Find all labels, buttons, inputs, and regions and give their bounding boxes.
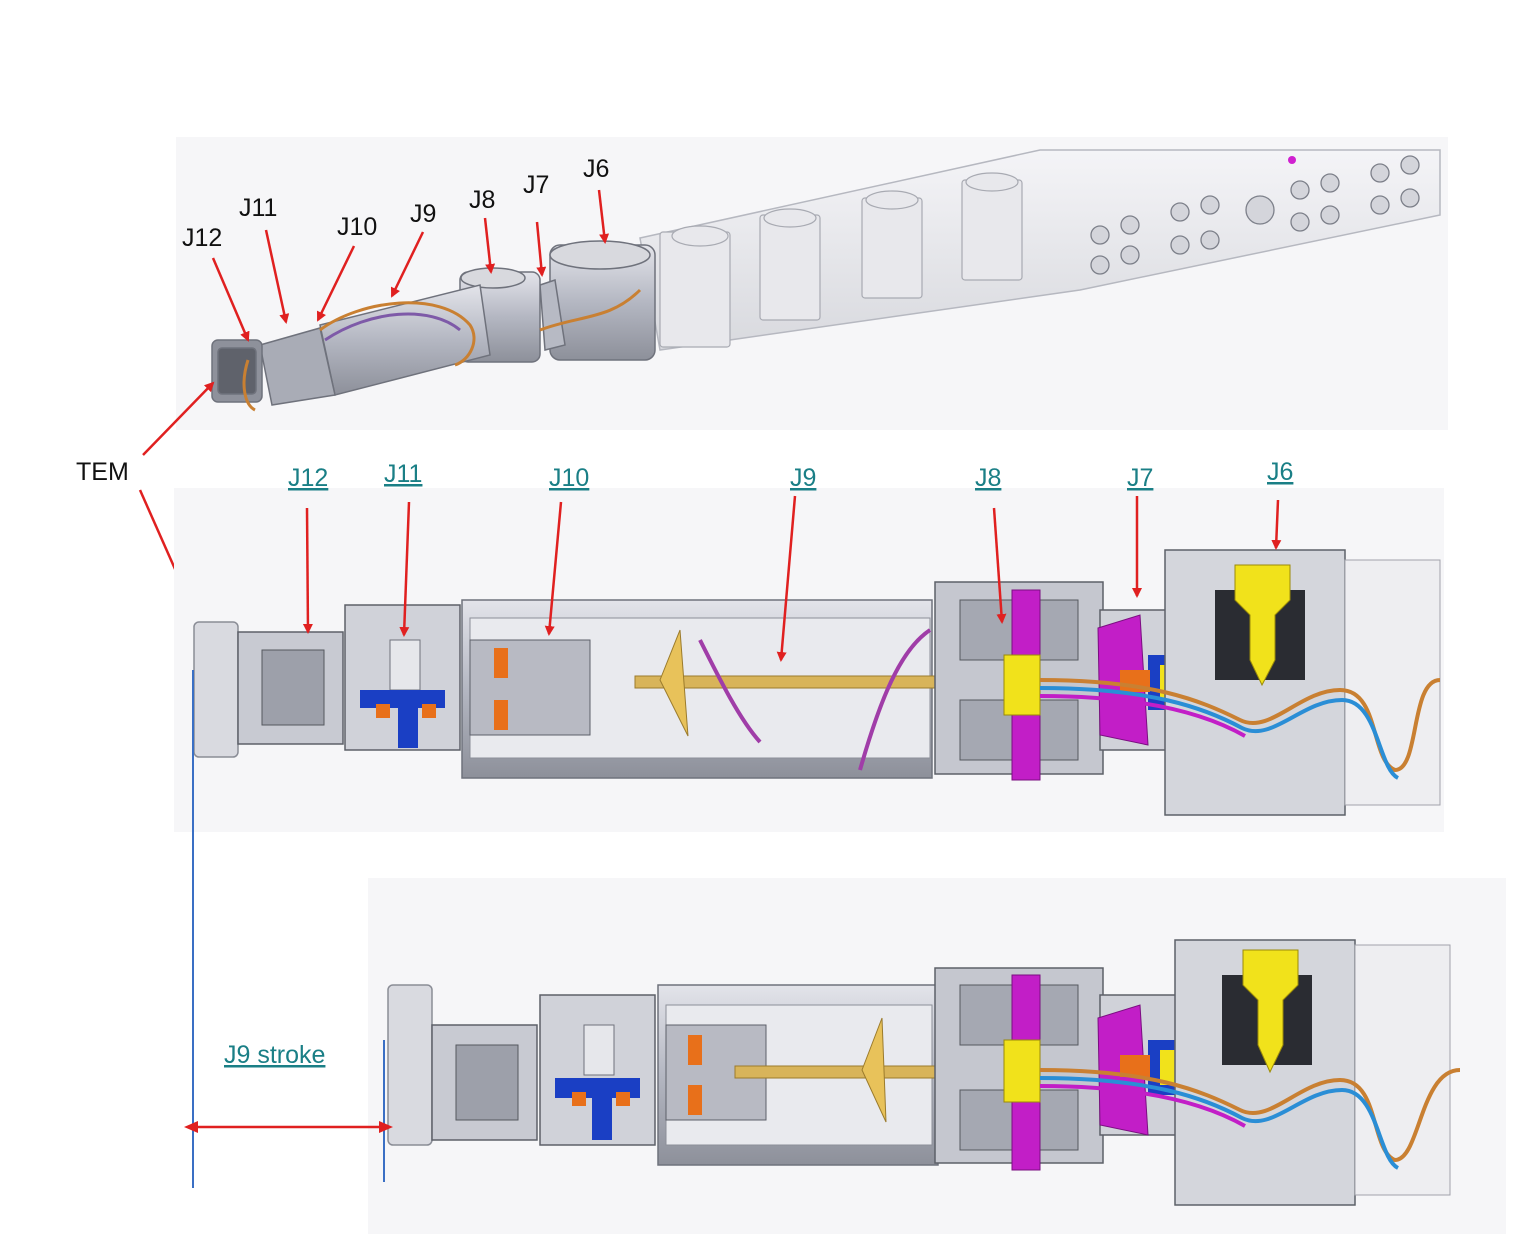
arrow-mid-j12 [302, 507, 313, 634]
label-mid-j7: J7 [1127, 464, 1153, 492]
section-view-retracted [174, 488, 1444, 832]
arrow-tem-top [142, 381, 215, 456]
arrow-top-j11 [264, 229, 290, 324]
isometric-view: J12 J11 J10 J9 J8 J7 J6 [142, 137, 1448, 456]
label-mid-j11: J11 [384, 460, 422, 488]
label-top-j10: J10 [337, 213, 377, 241]
arrow-top-j7 [535, 221, 547, 277]
label-mid-j6: J6 [1267, 458, 1293, 486]
j10-inner [469, 639, 591, 736]
top-arrows [142, 189, 610, 456]
boom-structure [639, 149, 1441, 351]
label-top-j8: J8 [469, 186, 495, 214]
label-mid-j12: J12 [288, 464, 328, 492]
arrow-mid-j10 [544, 501, 563, 636]
label-top-j12: J12 [182, 224, 222, 252]
cable-harness [1039, 678, 1441, 780]
arrow-mid-j11 [399, 501, 411, 637]
arrow-top-j9 [390, 231, 425, 298]
label-top-j11: J11 [239, 194, 277, 222]
arrow-top-j12 [211, 257, 250, 342]
middle-arrows [302, 495, 1282, 662]
arrow-mid-j8 [992, 507, 1007, 624]
arrow-mid-j6 [1271, 499, 1282, 550]
label-tem: TEM [76, 458, 129, 486]
section-view-extended [368, 878, 1506, 1234]
label-mid-j8: J8 [975, 464, 1001, 492]
arrow-top-j6 [597, 189, 610, 244]
arrow-mid-j9 [776, 495, 797, 662]
label-mid-j10: J10 [549, 464, 589, 492]
label-j9-stroke: J9 stroke [224, 1041, 325, 1069]
boom-modules [659, 172, 1023, 348]
arrow-top-j10 [316, 245, 356, 322]
boom-end-bolts [1090, 155, 1420, 275]
tem-flange [193, 621, 239, 758]
label-top-j7: J7 [523, 171, 549, 199]
label-top-j6: J6 [583, 155, 609, 183]
arm-segments [211, 240, 656, 406]
label-mid-j9: J9 [790, 464, 816, 492]
arrow-top-j8 [483, 217, 496, 274]
j6-yellow-part [1234, 564, 1291, 687]
label-top-j9: J9 [410, 200, 436, 228]
arm-cables [242, 288, 642, 412]
